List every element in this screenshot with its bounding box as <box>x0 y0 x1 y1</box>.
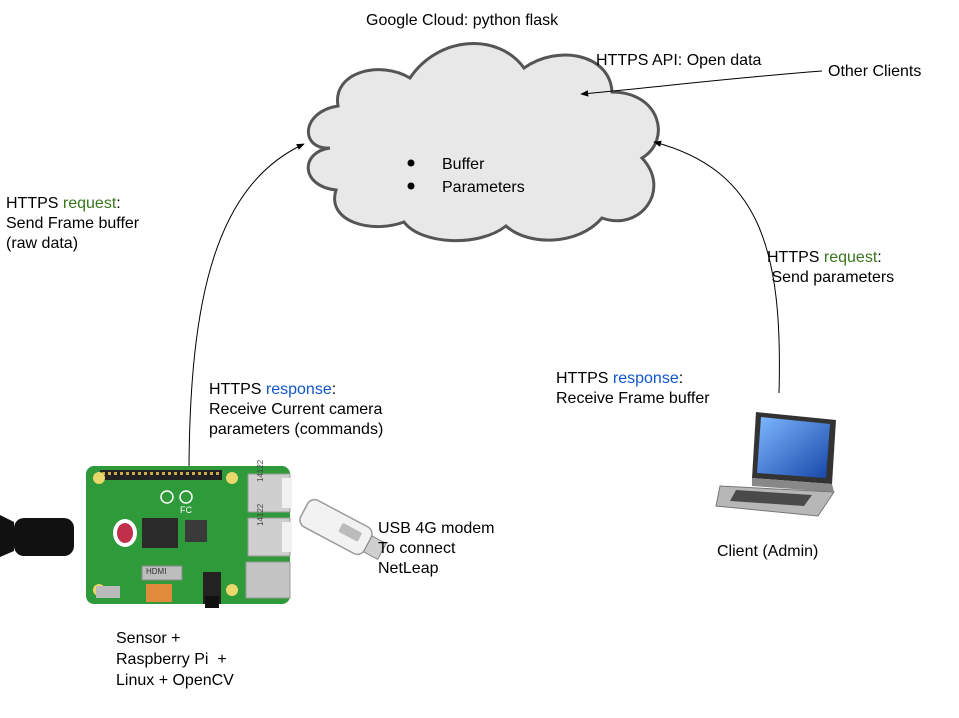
fc-mark: FC <box>180 505 192 515</box>
cloud-item-parameters: Parameters <box>442 179 525 196</box>
request-arrow-client <box>653 140 780 394</box>
device-caption: Sensor + Raspberry Pi + Linux + OpenCV <box>116 630 234 689</box>
usb-port-number: 14122 <box>256 503 265 526</box>
device-request-label: HTTPS request: Send Frame buffer (raw da… <box>6 195 140 252</box>
client-caption: Client (Admin) <box>717 543 819 560</box>
client-request-label: HTTPS request: Send parameters <box>767 249 895 286</box>
client-response-label: HTTPS response: Receive Frame buffer <box>556 370 710 407</box>
api-label: HTTPS API: Open data <box>596 52 762 69</box>
raspberry-pi-board-icon <box>86 466 292 608</box>
other-clients-label: Other Clients <box>828 63 922 80</box>
request-arrow-device <box>188 143 305 469</box>
response-word: response <box>612 370 679 387</box>
device-response-label: HTTPS response: Receive Current camera p… <box>209 381 384 438</box>
camera-icon <box>0 515 74 557</box>
cloud-shape <box>306 42 660 243</box>
api-arrow-other-clients <box>580 70 823 97</box>
usb-port-number: 14122 <box>256 459 265 482</box>
usb-modem-icon <box>299 498 387 561</box>
laptop-icon <box>715 412 836 517</box>
hdmi-port-label: HDMI <box>146 567 167 576</box>
request-word: request <box>62 195 117 212</box>
bullet-icon <box>407 182 415 190</box>
cloud-title: Google Cloud: python flask <box>366 12 559 29</box>
request-word: request <box>823 249 878 266</box>
cloud-item-buffer: Buffer <box>442 156 485 173</box>
response-word: response <box>265 381 332 398</box>
bullet-icon <box>407 159 415 167</box>
modem-label: USB 4G modem To connect NetLeap <box>378 520 495 577</box>
